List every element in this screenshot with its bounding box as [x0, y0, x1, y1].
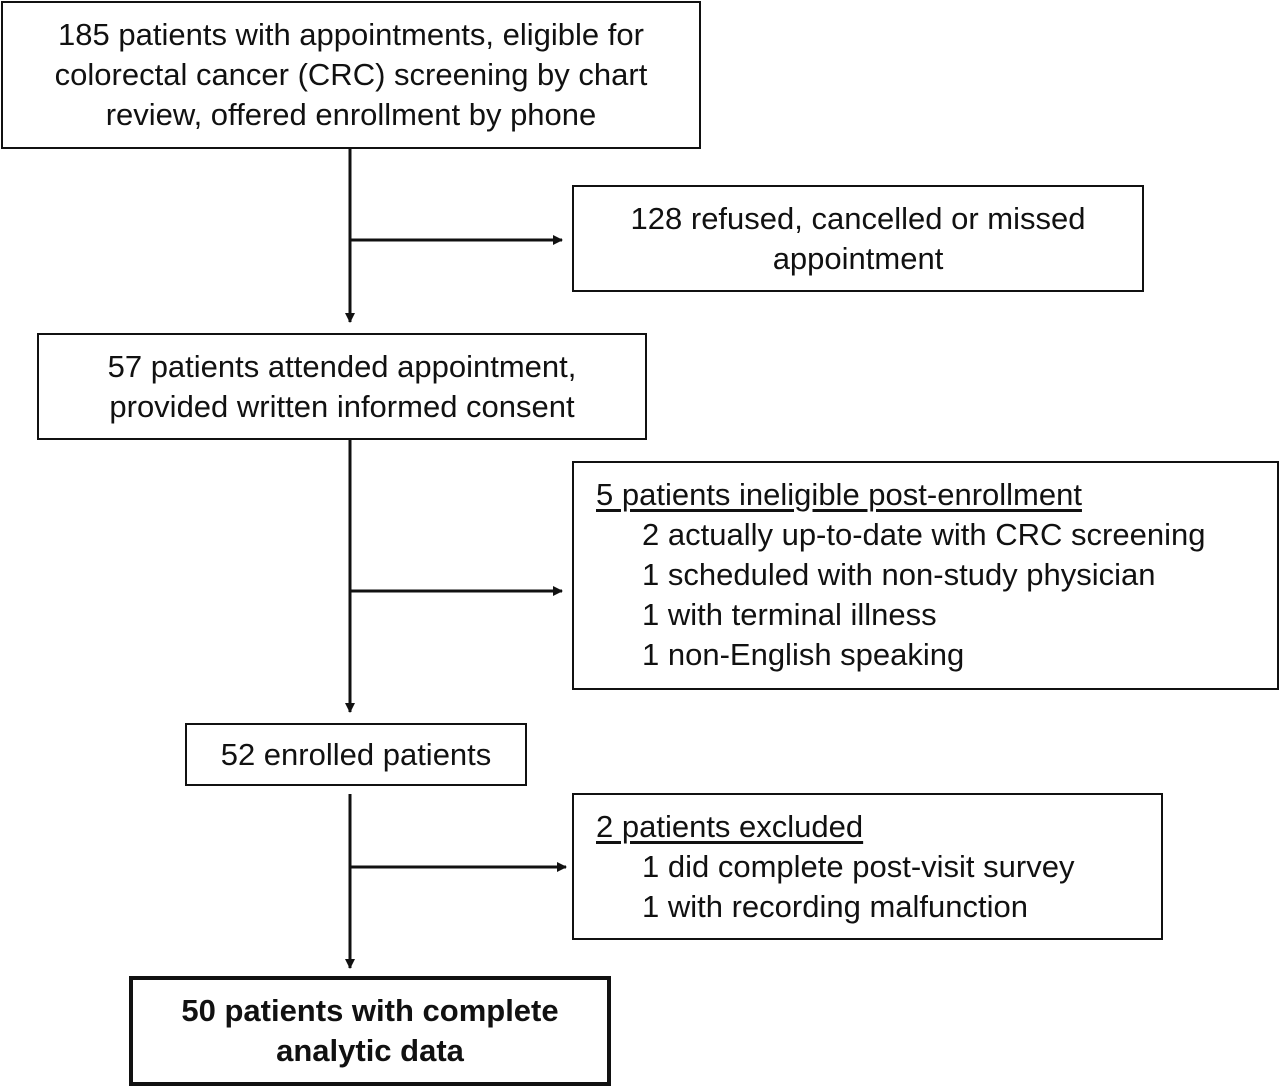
attended-box: 57 patients attended appointment, provid…	[37, 333, 647, 440]
refused-line-1: 128 refused, cancelled or missed	[630, 200, 1086, 236]
final-box: 50 patients with complete analytic data	[129, 976, 611, 1086]
ineligible-item-2: 1 scheduled with non-study physician	[642, 557, 1156, 592]
attended-line-1: 57 patients attended appointment,	[107, 348, 577, 384]
enrolled-box: 52 enrolled patients	[185, 723, 527, 786]
excluded-item-2: 1 with recording malfunction	[642, 889, 1028, 924]
refused-line-2: appointment	[772, 240, 944, 276]
ineligible-item-4: 1 non-English speaking	[642, 637, 965, 672]
excluded-box: 2 patients excluded 1 did complete post-…	[572, 793, 1163, 940]
screening-line-3: review, offered enrollment by phone	[105, 97, 597, 132]
ineligible-box: 5 patients ineligible post-enrollment 2 …	[572, 461, 1279, 690]
ineligible-heading: 5 patients ineligible post-enrollment	[596, 477, 1082, 512]
ineligible-item-1: 2 actually up-to-date with CRC screening	[642, 517, 1206, 552]
excluded-heading: 2 patients excluded	[596, 809, 864, 844]
final-line-2: analytic data	[276, 1033, 464, 1068]
ineligible-item-3: 1 with terminal illness	[642, 597, 937, 632]
screening-line-1: 185 patients with appointments, eligible…	[58, 17, 644, 52]
screening-line-2: colorectal cancer (CRC) screening by cha…	[54, 57, 648, 92]
enrolled-line-1: 52 enrolled patients	[220, 736, 492, 772]
attended-line-2: provided written informed consent	[109, 388, 575, 424]
screening-box: 185 patients with appointments, eligible…	[1, 1, 701, 149]
final-line-1: 50 patients with complete	[181, 993, 559, 1028]
refused-box: 128 refused, cancelled or missed appoint…	[572, 185, 1144, 292]
excluded-item-1: 1 did complete post-visit survey	[642, 849, 1075, 884]
